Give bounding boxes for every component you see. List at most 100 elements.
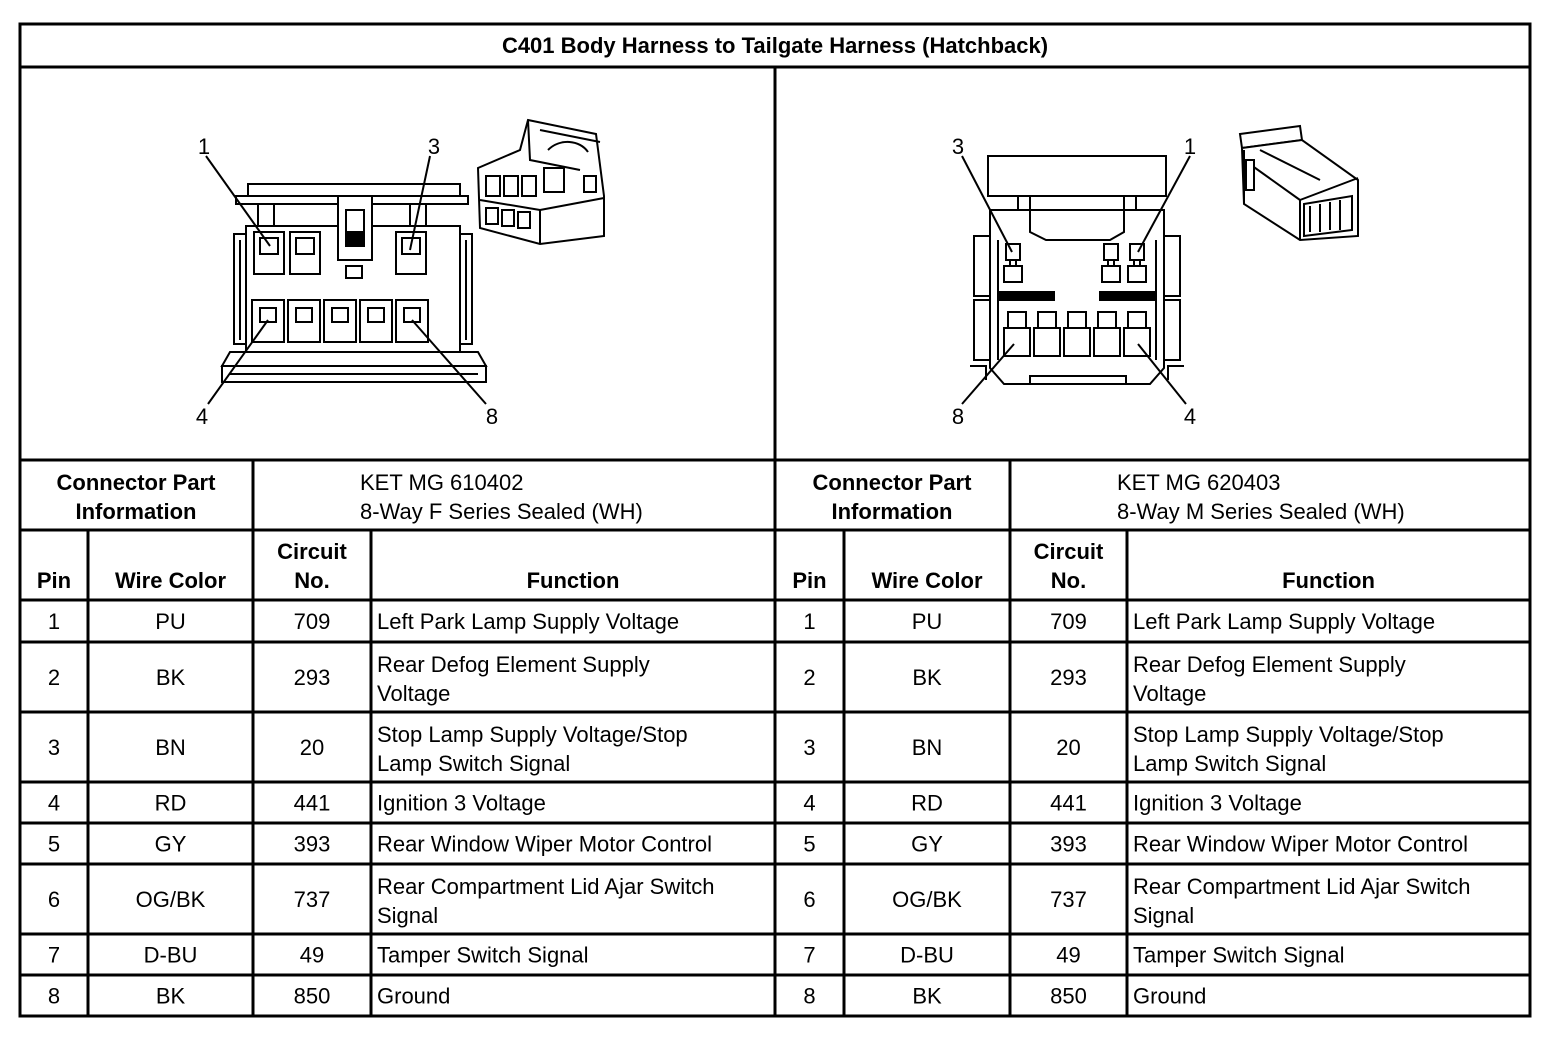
circuit-number: 393 [294, 832, 331, 857]
connector-iso-female [476, 118, 605, 246]
function-text: Tamper Switch Signal [1133, 943, 1345, 968]
connector-face-female [220, 183, 488, 383]
circuit-number: 293 [294, 665, 331, 690]
function-text: Rear Defog Element Supply [377, 652, 650, 677]
function-text: Ground [377, 984, 450, 1009]
function-text: Lamp Switch Signal [377, 751, 570, 776]
connector-face-male [970, 155, 1184, 385]
wire-color: BN [155, 735, 186, 760]
table-row: 7 D-BU 49 Tamper Switch Signal [48, 943, 589, 968]
column-header-circuit: Circuit [277, 539, 347, 564]
pin-callout-4-male: 4 [1184, 404, 1196, 429]
wire-color: BK [156, 665, 186, 690]
function-text: Signal [1133, 903, 1194, 928]
wire-color: D-BU [144, 943, 198, 968]
pin-number: 4 [803, 791, 815, 816]
circuit-number: 850 [294, 984, 331, 1009]
table-row: 1 PU 709 Left Park Lamp Supply Voltage [803, 609, 1435, 634]
function-text: Rear Compartment Lid Ajar Switch [377, 874, 714, 899]
function-text: Stop Lamp Supply Voltage/Stop [1133, 722, 1444, 747]
function-text: Ignition 3 Voltage [377, 791, 546, 816]
pin-number: 1 [803, 609, 815, 634]
pin-number: 8 [48, 984, 60, 1009]
function-text: Voltage [377, 681, 450, 706]
leader-lines-male [961, 155, 1191, 405]
wire-color: BK [912, 984, 942, 1009]
function-text: Lamp Switch Signal [1133, 751, 1326, 776]
column-header-circuit-no: No. [1051, 568, 1086, 593]
table-row: 5 GY 393 Rear Window Wiper Motor Control [48, 832, 712, 857]
column-header-pin: Pin [37, 568, 71, 593]
circuit-number: 20 [1056, 735, 1080, 760]
wire-color: GY [155, 832, 187, 857]
connector-iso-male [1238, 124, 1359, 242]
pin-number: 5 [803, 832, 815, 857]
circuit-number: 49 [300, 943, 324, 968]
pin-callout-1-female: 1 [198, 134, 210, 159]
pin-number: 6 [803, 887, 815, 912]
circuit-number: 20 [300, 735, 324, 760]
pin-number: 7 [803, 943, 815, 968]
function-text: Signal [377, 903, 438, 928]
pin-number: 3 [48, 735, 60, 760]
function-text: Rear Defog Element Supply [1133, 652, 1406, 677]
pin-number: 1 [48, 609, 60, 634]
circuit-number: 709 [1050, 609, 1087, 634]
function-text: Ground [1133, 984, 1206, 1009]
circuit-number: 737 [294, 887, 331, 912]
pin-number: 3 [803, 735, 815, 760]
pin-number: 7 [48, 943, 60, 968]
column-header-wire-color: Wire Color [115, 568, 226, 593]
pin-callout-3-female: 3 [428, 134, 440, 159]
part-number-male: KET MG 620403 [1117, 470, 1280, 495]
circuit-number: 293 [1050, 665, 1087, 690]
wire-color: OG/BK [136, 887, 206, 912]
function-text: Left Park Lamp Supply Voltage [377, 609, 679, 634]
column-header-circuit: Circuit [1034, 539, 1104, 564]
wire-color: D-BU [900, 943, 954, 968]
column-header-function: Function [527, 568, 620, 593]
circuit-number: 441 [1050, 791, 1087, 816]
pin-callout-8-female: 8 [486, 404, 498, 429]
pin-number: 5 [48, 832, 60, 857]
function-text: Left Park Lamp Supply Voltage [1133, 609, 1435, 634]
column-header-function: Function [1282, 568, 1375, 593]
pin-callout-4-female: 4 [196, 404, 208, 429]
pin-callout-1-male: 1 [1184, 134, 1196, 159]
part-description-male: 8-Way M Series Sealed (WH) [1117, 499, 1405, 524]
wire-color: BN [912, 735, 943, 760]
wire-color: GY [911, 832, 943, 857]
wire-color: OG/BK [892, 887, 962, 912]
pin-number: 2 [803, 665, 815, 690]
pin-number: 8 [803, 984, 815, 1009]
function-text: Rear Compartment Lid Ajar Switch [1133, 874, 1470, 899]
function-text: Rear Window Wiper Motor Control [377, 832, 712, 857]
wire-color: PU [155, 609, 186, 634]
wire-color: PU [912, 609, 943, 634]
column-header-pin: Pin [792, 568, 826, 593]
circuit-number: 393 [1050, 832, 1087, 857]
function-text: Stop Lamp Supply Voltage/Stop [377, 722, 688, 747]
wire-color: BK [912, 665, 942, 690]
function-text: Tamper Switch Signal [377, 943, 589, 968]
